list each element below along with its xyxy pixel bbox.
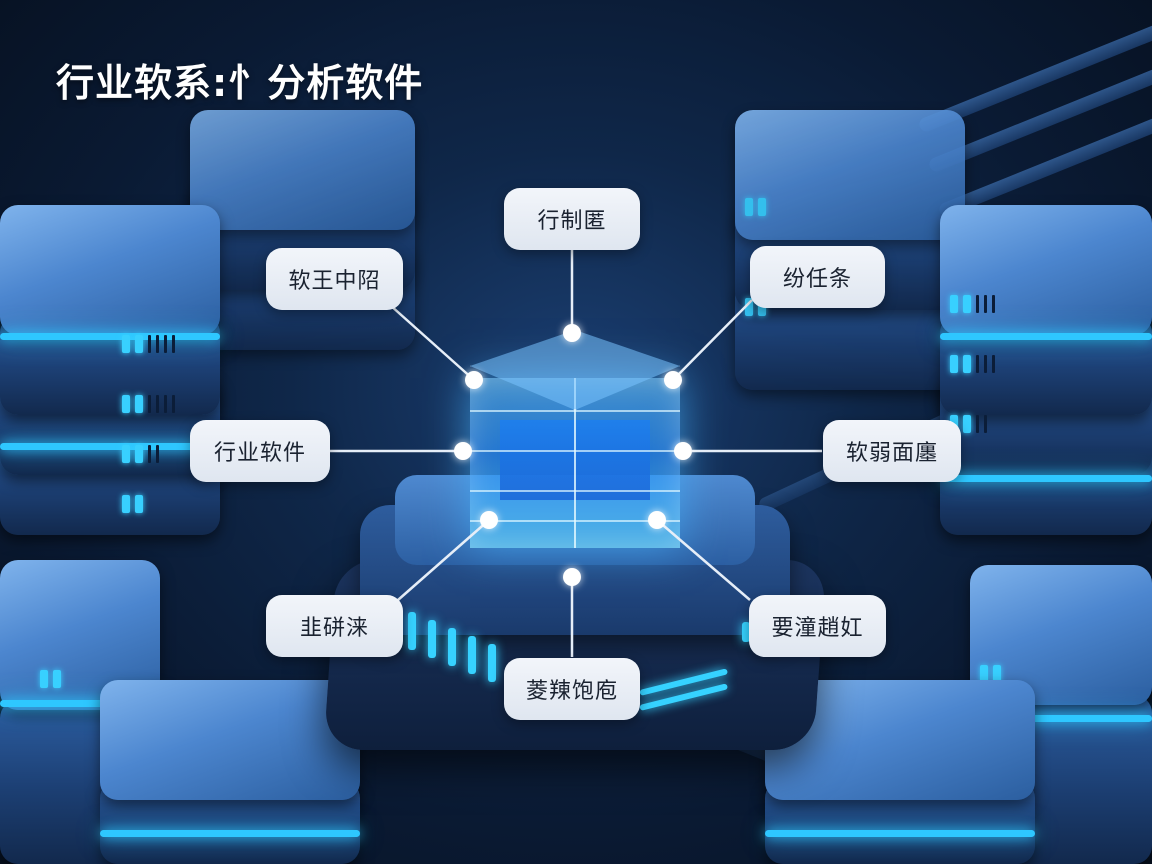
node-dot xyxy=(648,511,666,529)
node-dot xyxy=(563,324,581,342)
label-right: 软弱面廛 xyxy=(823,420,961,482)
vent-light xyxy=(742,622,750,642)
node-dot xyxy=(674,442,692,460)
server-stack xyxy=(940,205,1152,535)
label-lower-right: 要潼趙妅 xyxy=(749,595,886,657)
label-upper-left: 软王中䧂 xyxy=(266,248,403,310)
node-dot xyxy=(480,511,498,529)
label-upper-right: 纷任条 xyxy=(750,246,885,308)
node-dot xyxy=(465,371,483,389)
server-stack xyxy=(765,680,1035,864)
vent-light xyxy=(428,620,436,658)
server-stack xyxy=(100,680,360,864)
vent-light xyxy=(408,612,416,650)
label-bottom: 菱䍶饱庖 xyxy=(504,658,640,720)
node-dot xyxy=(664,371,682,389)
page-title: 行业软系:忄分析软件 xyxy=(56,61,424,105)
node-dot xyxy=(454,442,472,460)
vent-light xyxy=(488,644,496,682)
label-lower-left: 韭硑涞 xyxy=(266,595,403,657)
server-stack xyxy=(0,205,220,535)
label-top: 行制匿 xyxy=(504,188,640,250)
vent-light xyxy=(448,628,456,666)
data-cube xyxy=(470,330,680,560)
label-left: 行业软件 xyxy=(190,420,330,482)
node-dot xyxy=(563,568,581,586)
vent-light xyxy=(468,636,476,674)
